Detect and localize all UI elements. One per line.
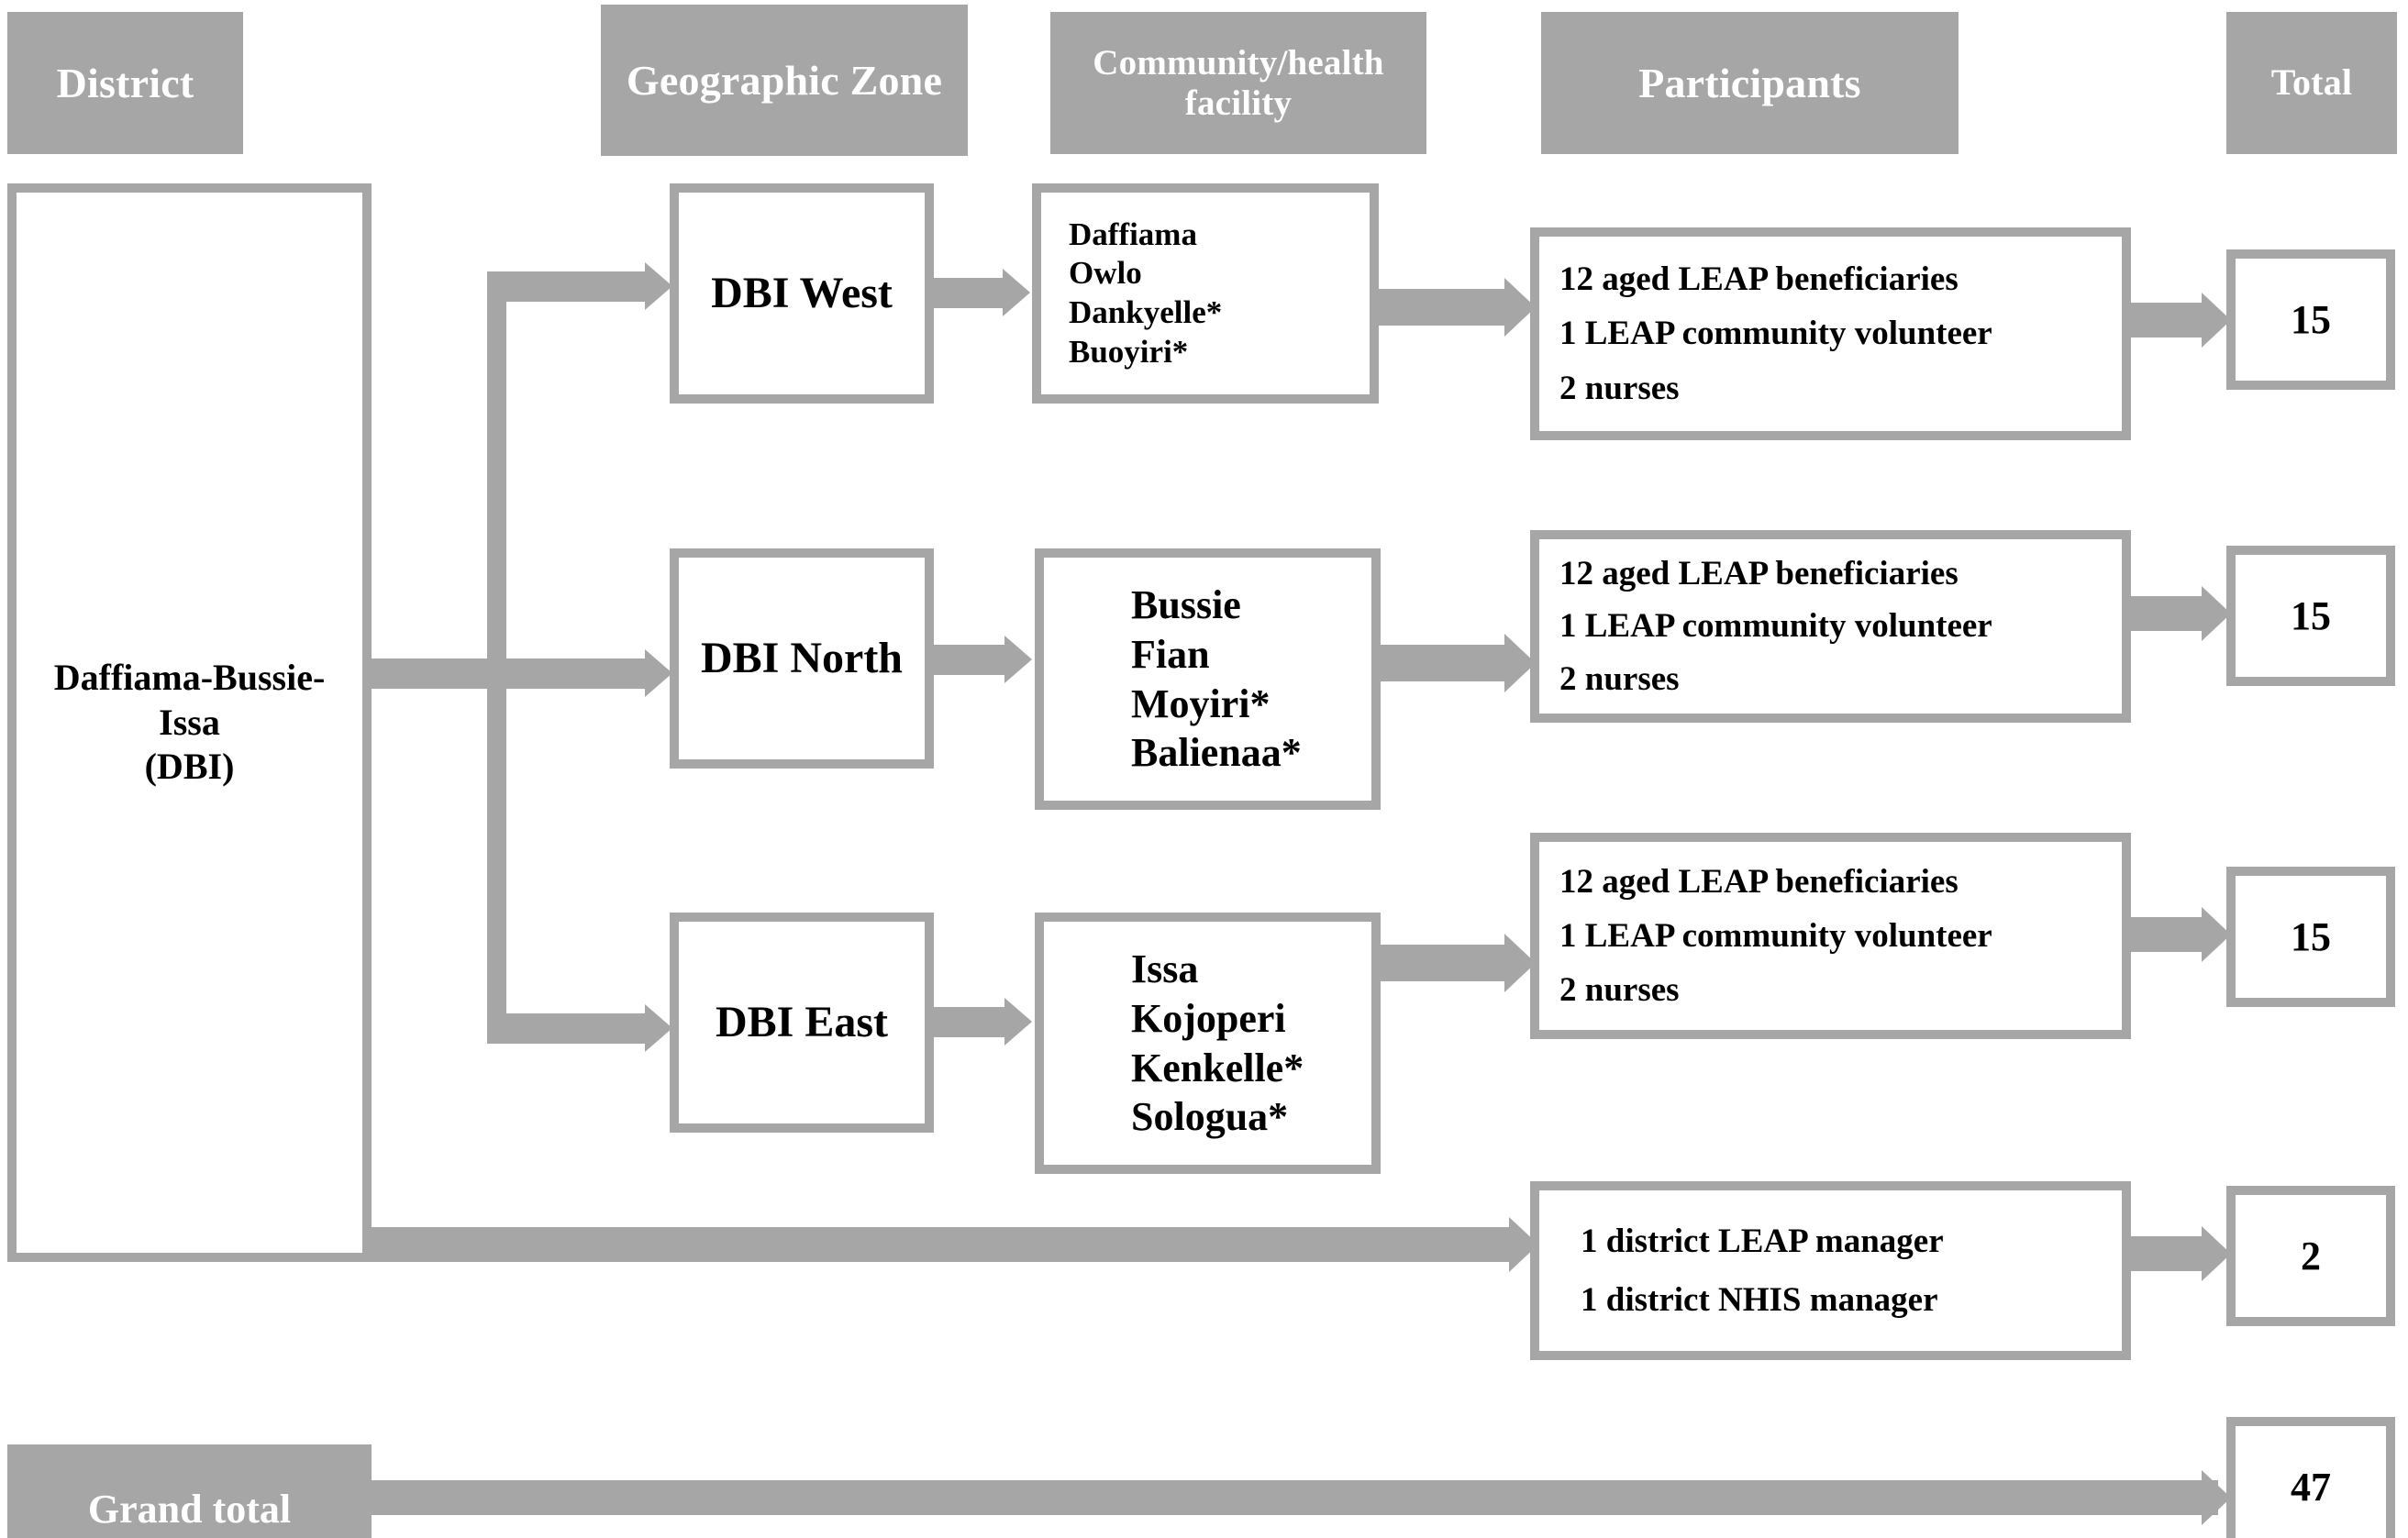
total-value-district-managers: 2 [2301, 1233, 2321, 1278]
district-line2: Issa [159, 701, 220, 743]
facility-dbi-east-item-0: Issa [1131, 946, 1199, 992]
branch-west-horizontal [487, 271, 654, 302]
district-trunk-vertical [487, 271, 506, 1044]
column-header-total: Total [2226, 12, 2397, 154]
zone-box-dbi-west: DBI West [670, 183, 934, 404]
branch-east-arrowhead [645, 1004, 672, 1052]
total-box-dbi-east: 15 [2226, 867, 2395, 1007]
participants-dbi-east-item-0: 12 aged LEAP beneficiaries [1559, 862, 1959, 901]
connector-west-participants-to-total [2131, 303, 2204, 337]
branch-north-arrowhead [645, 649, 672, 697]
district-box: Daffiama-Bussie- Issa (DBI) [7, 183, 372, 1262]
connector-north-zone-to-facility-arrowhead [1004, 636, 1032, 683]
zone-label-dbi-west: DBI West [711, 268, 893, 317]
facility-dbi-north-item-3: Balienaa* [1131, 730, 1302, 776]
participants-box-dbi-east: 12 aged LEAP beneficiaries 1 LEAP commun… [1530, 833, 2131, 1039]
total-value-dbi-east: 15 [2291, 913, 2331, 959]
connector-north-participants-to-total [2131, 596, 2204, 631]
connector-managers-to-total-arrowhead [2202, 1226, 2231, 1281]
facility-dbi-west-item-0: Daffiama [1069, 216, 1197, 252]
connector-east-zone-to-facility [934, 1007, 1007, 1037]
facility-dbi-north-item-2: Moyiri* [1131, 680, 1271, 726]
column-header-community-health-facility-line2: facility [1184, 83, 1293, 123]
district-line1: Daffiama-Bussie- [53, 656, 326, 698]
facility-dbi-north-item-1: Fian [1131, 631, 1210, 677]
participants-dbi-east-item-1: 1 LEAP community volunteer [1559, 916, 1992, 955]
participants-district-managers-item-1: 1 district NHIS manager [1581, 1280, 1938, 1319]
participants-dbi-east-item-2: 2 nurses [1559, 971, 1680, 1010]
participants-district-managers-item-0: 1 district LEAP manager [1581, 1223, 1944, 1261]
total-box-dbi-west: 15 [2226, 249, 2395, 390]
participants-dbi-north-item-1: 1 LEAP community volunteer [1559, 607, 1992, 646]
zone-box-dbi-east: DBI East [670, 913, 934, 1133]
branch-north-horizontal [487, 658, 654, 689]
district-line3: (DBI) [144, 746, 235, 788]
total-box-dbi-north: 15 [2226, 546, 2395, 686]
facility-dbi-west-item-1: Owlo [1069, 255, 1142, 292]
connector-east-participants-to-total-arrowhead [2202, 907, 2231, 962]
grand-total-value-box: 47 [2226, 1417, 2395, 1538]
facility-box-dbi-east: Issa Kojoperi Kenkelle* Sologua* [1035, 913, 1381, 1174]
facility-dbi-north-item-0: Bussie [1131, 582, 1241, 628]
connector-district-to-managers [365, 1227, 1514, 1262]
participants-box-district-managers: 1 district LEAP manager 1 district NHIS … [1530, 1181, 2131, 1360]
branch-west-arrowhead [645, 262, 672, 310]
participants-dbi-north-item-0: 12 aged LEAP beneficiaries [1559, 555, 1959, 593]
participants-dbi-west-item-1: 1 LEAP community volunteer [1559, 315, 1992, 353]
column-header-community-health-facility: Community/health facility [1050, 12, 1426, 154]
grand-total-value: 47 [2291, 1464, 2331, 1510]
branch-east-horizontal [487, 1013, 654, 1044]
participants-box-dbi-north: 12 aged LEAP beneficiaries 1 LEAP commun… [1530, 530, 2131, 723]
total-value-dbi-west: 15 [2291, 296, 2331, 342]
total-box-district-managers: 2 [2226, 1186, 2395, 1326]
column-header-participants-label: Participants [1638, 59, 1861, 106]
connector-east-facility-to-participants [1381, 945, 1507, 981]
participants-dbi-north-item-2: 2 nurses [1559, 659, 1680, 698]
column-header-community-health-facility-line1: Community/health [1093, 42, 1384, 83]
grand-total-label-box: Grand total [7, 1444, 372, 1538]
connector-west-participants-to-total-arrowhead [2202, 293, 2231, 348]
connector-west-facility-to-participants [1379, 289, 1507, 326]
connector-east-participants-to-total [2131, 917, 2204, 952]
connector-north-participants-to-total-arrowhead [2202, 586, 2231, 641]
column-header-total-label: Total [2270, 61, 2353, 104]
participants-box-dbi-west: 12 aged LEAP beneficiaries 1 LEAP commun… [1530, 227, 2131, 440]
zone-box-dbi-north: DBI North [670, 548, 934, 769]
zone-label-dbi-east: DBI East [715, 997, 889, 1046]
column-header-participants: Participants [1541, 12, 1959, 154]
connector-managers-to-total [2131, 1236, 2204, 1271]
column-header-geographic-zone-line2: Zone [849, 56, 943, 104]
connector-east-zone-to-facility-arrowhead [1004, 998, 1032, 1046]
total-value-dbi-north: 15 [2291, 592, 2331, 638]
facility-box-dbi-west: Daffiama Owlo Dankyelle* Buoyiri* [1032, 183, 1379, 404]
facility-dbi-east-item-2: Kenkelle* [1131, 1045, 1304, 1090]
connector-west-zone-to-facility-arrowhead [1003, 269, 1030, 316]
column-header-district: District [7, 12, 243, 154]
connector-grand-total-arrowhead [2202, 1470, 2231, 1525]
connector-grand-total [365, 1480, 2218, 1515]
facility-dbi-west-item-2: Dankyelle* [1069, 294, 1223, 330]
district-trunk-stub [365, 658, 503, 689]
column-header-geographic-zone-line1: Geographic [626, 56, 839, 104]
facility-dbi-west-item-3: Buoyiri* [1069, 333, 1189, 370]
zone-label-dbi-north: DBI North [700, 633, 903, 682]
participants-dbi-west-item-2: 2 nurses [1559, 369, 1680, 407]
column-header-geographic-zone: Geographic Zone [601, 5, 968, 156]
grand-total-label: Grand total [87, 1486, 292, 1532]
facility-dbi-east-item-1: Kojoperi [1131, 995, 1286, 1041]
connector-west-zone-to-facility [934, 278, 1005, 308]
connector-north-facility-to-participants [1381, 645, 1507, 681]
column-header-district-label: District [56, 59, 194, 106]
participants-dbi-west-item-0: 12 aged LEAP beneficiaries [1559, 260, 1959, 299]
facility-dbi-east-item-3: Sologua* [1131, 1094, 1289, 1140]
connector-north-zone-to-facility [934, 645, 1007, 675]
facility-box-dbi-north: Bussie Fian Moyiri* Balienaa* [1035, 548, 1381, 810]
